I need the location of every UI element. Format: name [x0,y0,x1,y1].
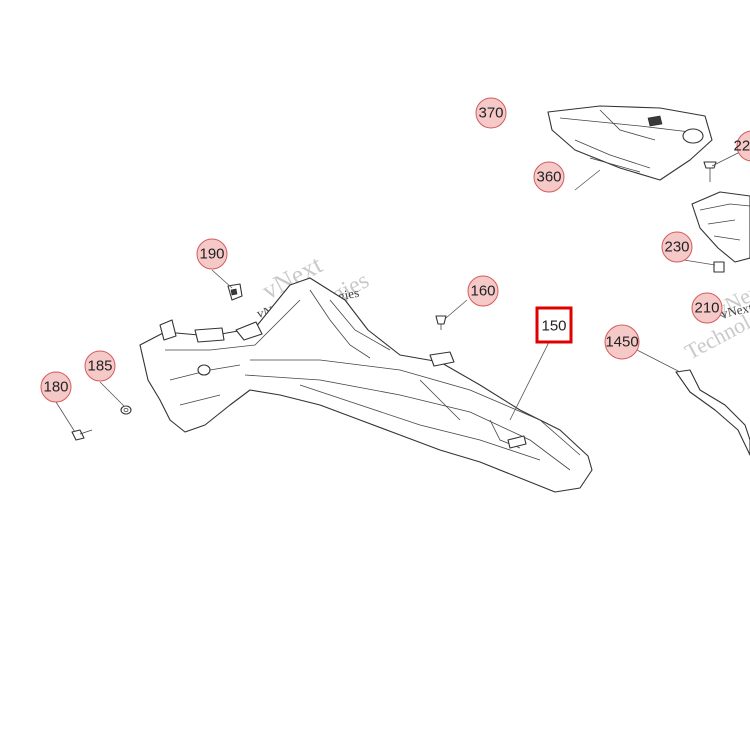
callout-185[interactable]: 185 [84,350,116,382]
callout-360-label: 360 [536,169,561,186]
callout-220[interactable]: 220 [733,130,750,162]
callout-1450[interactable]: 1450 [604,324,640,360]
callout-370[interactable]: 370 [475,97,507,129]
callout-160-label: 160 [470,283,495,300]
callout-190[interactable]: 190 [196,238,228,270]
part-180-bolt [71,429,93,441]
callout-185-label: 185 [87,358,112,375]
callout-1450-label: 1450 [605,334,638,351]
callout-370-label: 370 [478,105,503,122]
part-230-bracket [691,191,750,273]
callout-150-selected[interactable]: 150 [535,306,573,344]
part-360-console-cover [547,105,713,181]
callout-220-label: 220 [733,138,750,155]
callout-180[interactable]: 180 [40,371,72,403]
callout-210[interactable]: 210 [691,292,723,324]
part-1450-edge [675,369,750,456]
callout-180-label: 180 [43,379,68,396]
callout-360[interactable]: 360 [533,161,565,193]
part-150-side-panel [139,277,593,493]
part-185-washer [120,405,132,415]
callout-230-label: 230 [664,239,689,256]
callout-210-label: 210 [694,300,719,317]
part-160-screw [435,315,447,330]
callout-190-label: 190 [199,246,224,263]
leader-lines [55,151,741,433]
callout-160[interactable]: 160 [467,275,499,307]
callout-230[interactable]: 230 [661,231,693,263]
callout-150-label: 150 [541,318,566,335]
part-220-screw [703,161,717,182]
